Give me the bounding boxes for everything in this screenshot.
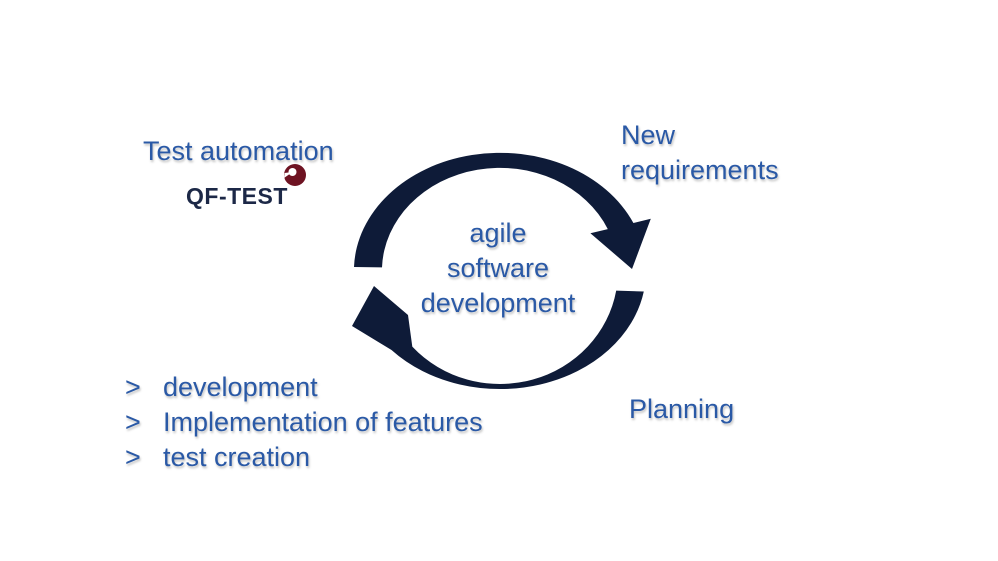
planning-label: Planning: [629, 394, 735, 424]
bullet-item-text: Implementation of features: [163, 407, 483, 437]
list-item: > test creation: [125, 440, 483, 475]
qf-test-ball-icon: [284, 164, 306, 186]
new-requirements-line2: requirements: [621, 155, 779, 185]
new-requirements-line1: New: [621, 120, 676, 150]
test-automation-label: Test automation: [143, 136, 334, 166]
cycle-top-arrow-icon: [354, 152, 651, 269]
list-item: > Implementation of features: [125, 405, 483, 440]
cycle-center-line2: software: [446, 253, 550, 283]
cycle-center-line3: development: [420, 288, 576, 318]
cycle-center-label: agile software development: [398, 216, 598, 321]
bullet-marker: >: [125, 372, 141, 402]
bullet-item-text: test creation: [163, 442, 311, 472]
cycle-center-line1: agile: [469, 218, 527, 248]
bullet-item-text: development: [163, 372, 318, 402]
qf-test-logo-text: QF-TEST: [186, 183, 288, 209]
cycle-bottom-arrow-icon: [352, 286, 644, 390]
new-requirements-label: New requirements: [621, 118, 779, 188]
development-bullet-list: > development > Implementation of featur…: [125, 370, 483, 475]
list-item: > development: [125, 370, 483, 405]
qf-test-logo: QF-TEST: [186, 160, 316, 216]
bullet-marker: >: [125, 407, 141, 437]
bullet-marker: >: [125, 442, 141, 472]
